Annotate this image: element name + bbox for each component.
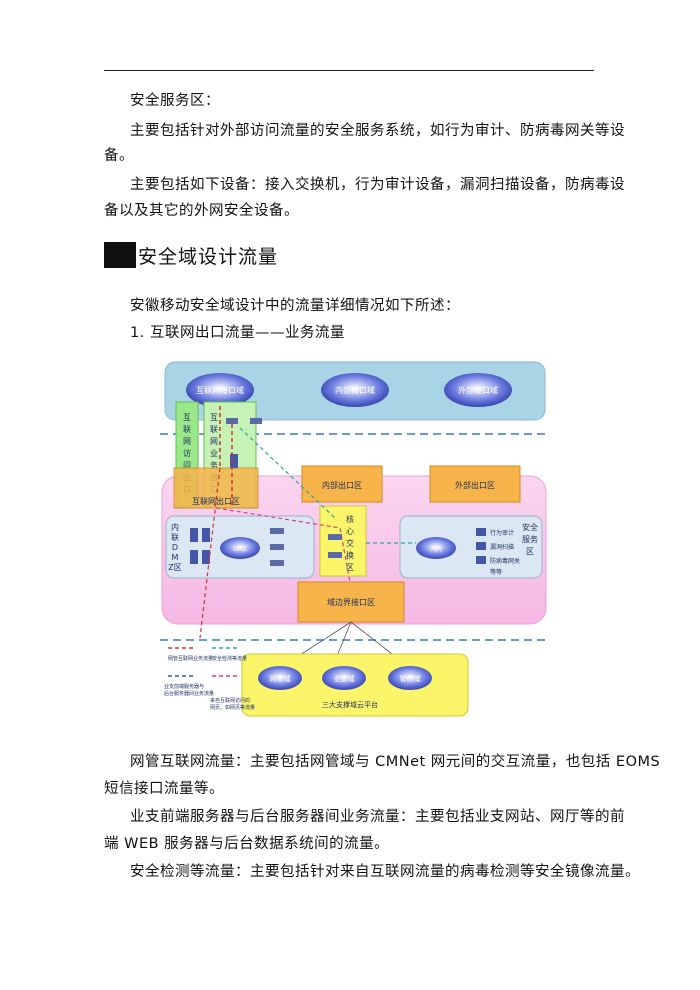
network-diagram: 互联网接口域 内部接口域 外部接口域 互联网访问出口 互联网业务出口 互联网出口… bbox=[160, 358, 550, 718]
legend-label-2: 业支前端服务器与后台服务器间业务流量 bbox=[164, 683, 214, 697]
boundary-label: 域边界接口区 bbox=[327, 597, 375, 607]
router-icon bbox=[226, 418, 238, 424]
intro-line2a: 主要包括如下设备：接入交换机，行为审计设备，漏洞扫描设备，防病毒设 bbox=[130, 177, 625, 193]
svg-text:网管互联网业务流量: 网管互联网业务流量 bbox=[168, 655, 213, 662]
internet-exit-zone bbox=[173, 467, 259, 509]
security-device-icon bbox=[476, 528, 486, 536]
server-icon bbox=[190, 550, 198, 564]
dmz-cloud bbox=[220, 537, 260, 559]
internet-exit-label: 互联网出口区 bbox=[192, 496, 240, 506]
top-zone-label-0: 互联网接口域 bbox=[196, 385, 244, 395]
para-3: 安全检测等流量：主要包括针对来自互联网流量的病毒检测等安全镜像流量。 bbox=[130, 864, 640, 880]
svg-text:业支域: 业支域 bbox=[334, 674, 355, 683]
server-icon bbox=[190, 528, 198, 542]
external-exit-zone bbox=[429, 465, 521, 503]
server-icon bbox=[202, 550, 210, 564]
cloud-internal-interface bbox=[321, 373, 389, 407]
para-2a: 业支前端服务器与后台服务器间业务流量：主要包括业支网站、网厅等的前 bbox=[130, 809, 625, 825]
server-icon bbox=[202, 528, 210, 542]
svg-text:防病毒网关: 防病毒网关 bbox=[490, 557, 520, 565]
internal-exit-zone bbox=[301, 465, 383, 503]
cloud-mis-domain bbox=[388, 666, 432, 690]
security-device-icon bbox=[476, 556, 486, 564]
security-device-icon bbox=[476, 542, 486, 550]
para-2b: 端 WEB 服务器与后台数据系统间的流量。 bbox=[104, 836, 390, 852]
para-1a: 网管互联网流量：主要包括网管域与 CMNet 网元间的交互流量，也包括 EOMS bbox=[130, 754, 661, 770]
cloud-bss-domain bbox=[322, 666, 366, 690]
intro-line1b: 备。 bbox=[104, 148, 134, 164]
internal-exit-label: 内部出口区 bbox=[322, 480, 362, 490]
switch-icon bbox=[270, 544, 284, 550]
cloud-external-interface bbox=[444, 373, 512, 407]
list-item-1: 1. 互联网出口流量——业务流量 bbox=[130, 325, 345, 341]
firewall-icon bbox=[230, 454, 238, 468]
svg-text:DMZ: DMZ bbox=[233, 546, 247, 553]
security-label: 安全服务区 bbox=[522, 522, 538, 556]
header-rule bbox=[104, 70, 594, 71]
svg-text:网管域: 网管域 bbox=[270, 674, 291, 683]
svg-text:内网: 内网 bbox=[430, 545, 442, 553]
security-cloud bbox=[416, 537, 456, 559]
core-switch-icon bbox=[328, 534, 342, 540]
security-zone bbox=[399, 515, 543, 579]
section-desc: 安徽移动安全域设计中的流量详细情况如下所述： bbox=[130, 298, 460, 314]
core-label: 核心交换区 bbox=[346, 514, 354, 572]
cloud-internet-interface bbox=[186, 373, 254, 407]
svg-text:等等: 等等 bbox=[490, 568, 502, 576]
intro-line2b: 备以及其它的外网安全设备。 bbox=[104, 203, 299, 219]
svg-text:管信域: 管信域 bbox=[400, 674, 421, 683]
diagram-legend: 网管互联网业务流量 安全检测等流量 业支前端服务器与后台服务器间业务流量 来自互… bbox=[164, 647, 255, 711]
cloud-nms-domain bbox=[258, 666, 302, 690]
external-exit-label: 外部出口区 bbox=[455, 480, 495, 490]
platform-label: 三大支撑域云平台 bbox=[322, 700, 378, 709]
router-icon bbox=[250, 418, 262, 424]
switch-icon bbox=[270, 528, 284, 534]
section-heading: 安全域设计流量 bbox=[104, 242, 278, 268]
svg-text:行为审计: 行为审计 bbox=[490, 529, 514, 537]
boundary-zone bbox=[297, 581, 405, 623]
svg-text:漏洞扫描: 漏洞扫描 bbox=[490, 543, 514, 551]
intro-line1a: 主要包括针对外部访问流量的安全服务系统，如行为审计、防病毒网关等设 bbox=[130, 123, 625, 139]
top-zone-label-1: 内部接口域 bbox=[335, 385, 375, 395]
switch-icon bbox=[270, 560, 284, 566]
top-zone-label-2: 外部接口域 bbox=[458, 385, 498, 395]
core-switch-zone bbox=[319, 505, 367, 577]
svg-text:安全检测等流量: 安全检测等流量 bbox=[212, 655, 247, 662]
legend-label-3: 来自互联网访问的网页，如网页等流量 bbox=[210, 697, 255, 711]
heading-number-block bbox=[104, 242, 136, 268]
para-1b: 短信接口流量等。 bbox=[104, 781, 224, 797]
section-title: 安全域设计流量 bbox=[138, 245, 279, 268]
intro-heading: 安全服务区： bbox=[130, 93, 220, 109]
core-switch-icon bbox=[328, 552, 342, 558]
